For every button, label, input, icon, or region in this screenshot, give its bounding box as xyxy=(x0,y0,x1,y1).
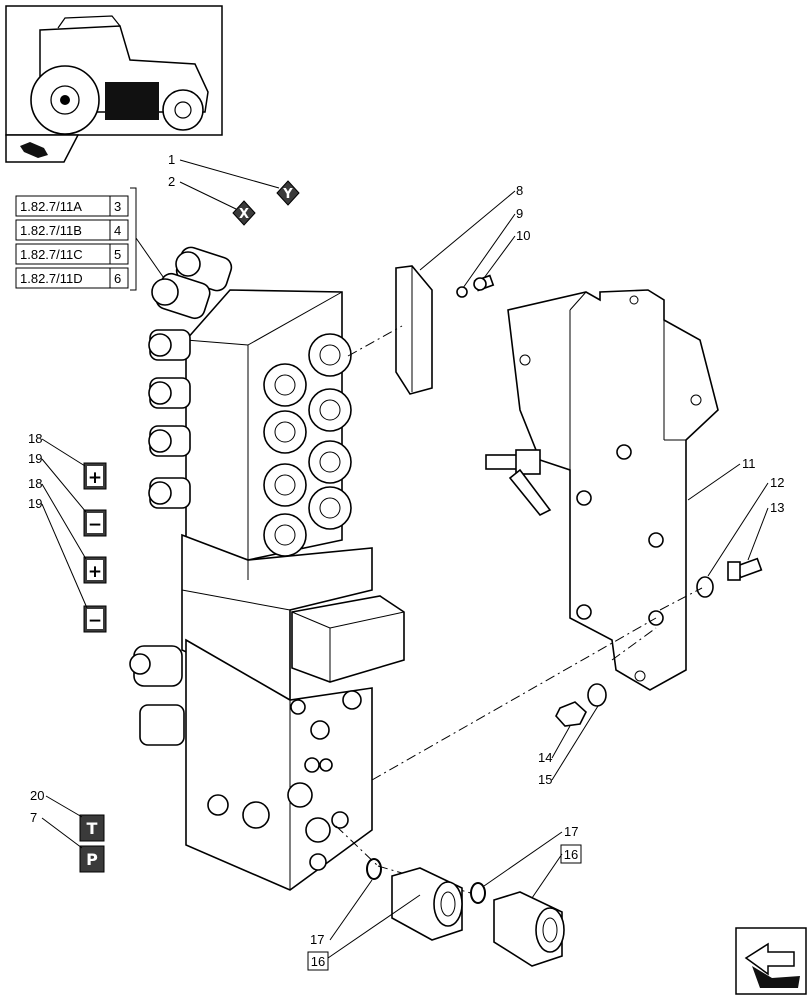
valve-block-assembly xyxy=(129,246,405,891)
direction-arrow-icon xyxy=(5,134,80,163)
symbol-p: P xyxy=(79,845,105,873)
reference-row: 1.82.7/11B xyxy=(20,223,82,238)
washer-part-9 xyxy=(456,286,468,298)
callout-8: 8 xyxy=(516,183,523,198)
callout-14: 14 xyxy=(538,750,552,765)
boxed-callout xyxy=(560,844,582,864)
callout-19: 19 xyxy=(28,496,42,511)
symbol-minus-2: − xyxy=(83,605,107,633)
quick-coupler-part-16 xyxy=(493,891,565,967)
minus-symbol: − xyxy=(88,515,102,535)
reference-table: 1.82.7/11A 3 1.82.7/11B 4 1.82.7/11C 5 1… xyxy=(15,187,169,291)
plate-part-8 xyxy=(395,265,433,395)
reference-sheet: 4 xyxy=(114,223,121,238)
symbol-t: T xyxy=(79,814,105,842)
navigation-arrow-icon[interactable] xyxy=(735,927,807,995)
washer-part-12 xyxy=(696,576,714,598)
callout-10: 10 xyxy=(516,228,530,243)
plus-symbol: + xyxy=(88,562,102,582)
reference-sheet: 6 xyxy=(114,271,121,286)
assembly-line xyxy=(371,617,657,781)
symbol-plus-2: + xyxy=(83,556,107,584)
washer-part-15 xyxy=(587,683,607,707)
symbol-y-diamond: Y xyxy=(276,180,300,206)
symbol-t-label: T xyxy=(87,819,98,838)
callout-12: 12 xyxy=(770,475,784,490)
callout-13: 13 xyxy=(770,500,784,515)
callout-15: 15 xyxy=(538,772,552,787)
symbol-x-diamond: X xyxy=(232,200,256,226)
reference-row: 1.82.7/11A xyxy=(20,199,82,214)
assembly-line xyxy=(659,587,703,611)
callout-2: 2 xyxy=(168,174,175,189)
callout-7: 7 xyxy=(30,810,37,825)
assembly-line xyxy=(611,627,657,661)
symbol-plus-1: + xyxy=(83,462,107,490)
callout-9: 9 xyxy=(516,206,523,221)
o-ring-part-17 xyxy=(470,882,486,904)
symbol-minus-1: − xyxy=(83,509,107,537)
bracket-part-11 xyxy=(485,289,719,691)
reference-sheet: 5 xyxy=(114,247,121,262)
tractor-thumbnail xyxy=(5,5,223,136)
bolt-part-10 xyxy=(473,274,495,292)
o-ring-part-17 xyxy=(366,858,382,880)
callout-20: 20 xyxy=(30,788,44,803)
boxed-callout xyxy=(307,951,329,971)
minus-symbol: − xyxy=(88,611,102,631)
reference-sheet: 3 xyxy=(114,199,121,214)
reference-row: 1.82.7/11D xyxy=(20,271,83,286)
callout-19: 19 xyxy=(28,451,42,466)
callout-17: 17 xyxy=(564,824,578,839)
coupler-grid xyxy=(263,333,352,557)
callout-18: 18 xyxy=(28,476,42,491)
callout-11: 11 xyxy=(742,456,756,471)
tractor-thumbnail-icon xyxy=(30,15,209,135)
symbol-p-label: P xyxy=(86,850,98,869)
callout-18: 18 xyxy=(28,431,42,446)
reference-row: 1.82.7/11C xyxy=(20,247,83,262)
callout-17: 17 xyxy=(310,932,324,947)
callout-16: 16 xyxy=(564,847,578,862)
bolt-part-13 xyxy=(727,557,763,581)
symbol-x-label: X xyxy=(239,207,249,222)
quick-coupler-part-16 xyxy=(391,867,463,941)
nut-part-14 xyxy=(555,701,587,727)
symbol-y-label: Y xyxy=(282,187,293,202)
assembly-line xyxy=(347,325,403,357)
plus-symbol: + xyxy=(88,468,102,488)
callout-16: 16 xyxy=(311,954,325,969)
callout-1: 1 xyxy=(168,152,175,167)
